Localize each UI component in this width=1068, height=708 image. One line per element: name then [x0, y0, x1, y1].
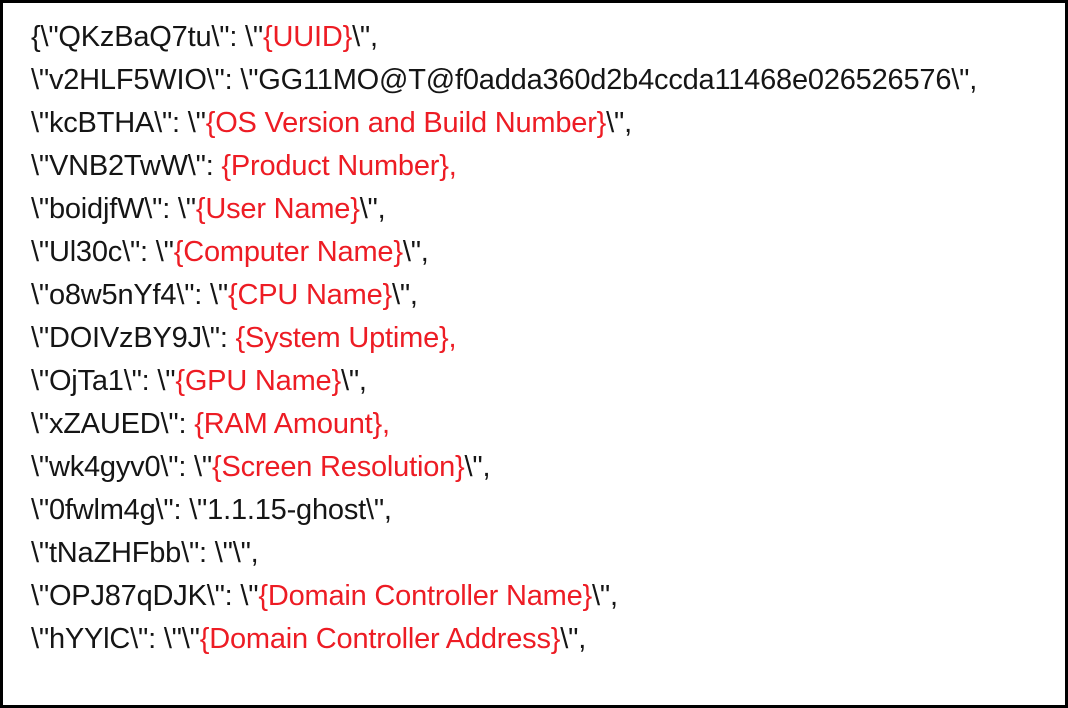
code-line: \"boidjfW\": \"{User Name}\", [31, 188, 1055, 231]
code-line: \"VNB2TwW\": {Product Number}, [31, 145, 1055, 188]
code-line: \"xZAUED\": {RAM Amount}, [31, 403, 1055, 446]
code-segment-literal: \"boidjfW\": \" [31, 193, 196, 225]
code-segment-literal: \", [340, 365, 367, 397]
code-line: \"hYYlC\": \"\"{Domain Controller Addres… [31, 618, 1055, 661]
code-line: \"OjTa1\": \"{GPU Name}\", [31, 360, 1055, 403]
code-segment-placeholder: {System Uptime}, [235, 322, 457, 354]
code-segment-literal: \"wk4gyv0\": \" [31, 451, 212, 483]
code-segment-literal: \", [592, 580, 618, 612]
code-segment-placeholder: {OS Version and Build Number} [205, 107, 607, 139]
code-segment-literal: \"VNB2TwW\": [31, 150, 222, 182]
code-segment-placeholder: {RAM Amount}, [194, 408, 390, 440]
code-segment-placeholder: {User Name} [195, 193, 360, 225]
code-segment-placeholder: {Domain Controller Name} [258, 580, 593, 612]
code-segment-literal: \", [352, 21, 378, 53]
code-line: \"wk4gyv0\": \"{Screen Resolution}\", [31, 446, 1055, 489]
code-segment-literal: \", [560, 623, 587, 655]
code-segment-literal: \"v2HLF5WIO\": \"GG11MO@T@f0adda360d2b4c… [31, 64, 978, 96]
code-segment-literal: {\"QKzBaQ7tu\": \" [31, 21, 263, 53]
code-line: \"OPJ87qDJK\": \"{Domain Controller Name… [31, 575, 1055, 618]
code-line: {\"QKzBaQ7tu\": \"{UUID}\", [31, 16, 1055, 59]
code-segment-literal: \"0fwlm4g\": \"1.1.15-ghost\", [31, 494, 392, 526]
code-segment-placeholder: {CPU Name} [227, 279, 392, 311]
code-segment-literal: \"o8w5nYf4\": \" [31, 279, 228, 311]
code-segment-placeholder: {Product Number}, [221, 150, 457, 182]
code-segment-placeholder: {GPU Name} [175, 365, 341, 397]
code-segment-literal: \"Ul30c\": \" [31, 236, 174, 268]
code-line: \"kcBTHA\": \"{OS Version and Build Numb… [31, 102, 1055, 145]
code-segment-placeholder: {Domain Controller Address} [199, 623, 561, 655]
code-segment-literal: \"OjTa1\": \" [31, 365, 176, 397]
code-line: \"tNaZHFbb\": \"\", [31, 532, 1055, 575]
code-segment-placeholder: {UUID} [263, 21, 353, 53]
code-segment-literal: \"DOIVzBY9J\": [31, 322, 236, 354]
code-segment-placeholder: {Computer Name} [173, 236, 403, 268]
code-segment-literal: \"OPJ87qDJK\": \" [31, 580, 259, 612]
code-segment-literal: \"kcBTHA\": \" [31, 107, 206, 139]
code-line: \"0fwlm4g\": \"1.1.15-ghost\", [31, 489, 1055, 532]
code-segment-literal: \", [359, 193, 386, 225]
config-code-block: {\"QKzBaQ7tu\": \"{UUID}\",\"v2HLF5WIO\"… [3, 3, 1065, 661]
code-segment-literal: \", [464, 451, 491, 483]
code-line: \"o8w5nYf4\": \"{CPU Name}\", [31, 274, 1055, 317]
code-segment-literal: \", [402, 236, 429, 268]
code-segment-literal: \"hYYlC\": \"\" [31, 623, 200, 655]
code-segment-literal: \"tNaZHFbb\": \"\", [31, 537, 259, 569]
code-line: \"Ul30c\": \"{Computer Name}\", [31, 231, 1055, 274]
code-segment-literal: \", [606, 107, 632, 139]
code-line: \"v2HLF5WIO\": \"GG11MO@T@f0adda360d2b4c… [31, 59, 1055, 102]
code-segment-literal: \"xZAUED\": [31, 408, 195, 440]
code-segment-placeholder: {Screen Resolution} [212, 451, 465, 483]
code-segment-literal: \", [391, 279, 418, 311]
code-line: \"DOIVzBY9J\": {System Uptime}, [31, 317, 1055, 360]
